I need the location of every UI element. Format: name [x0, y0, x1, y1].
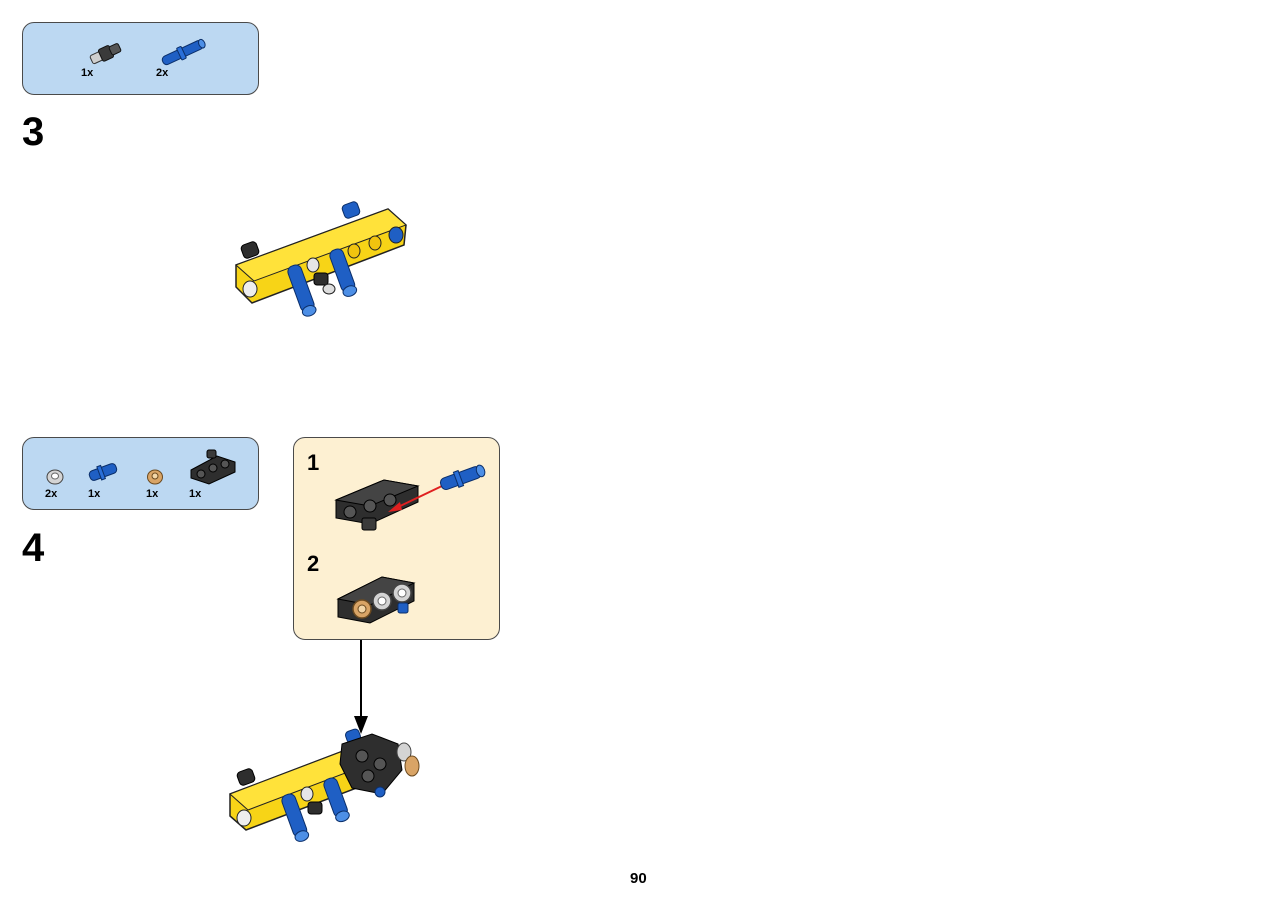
assembly-arrow [354, 640, 368, 734]
substep-number: 1 [307, 450, 320, 475]
step-4-model [229, 728, 420, 842]
blue-pin-icon [153, 33, 213, 93]
substep-2-model [336, 576, 416, 624]
step-4-parts-box: 2x 1x 1x 1x [22, 437, 259, 510]
axle-connector-icon [78, 33, 138, 93]
part-qty: 1x [81, 67, 94, 79]
step-3-model [235, 201, 407, 317]
step-number: 4 [22, 526, 45, 570]
bush-icon [41, 464, 101, 524]
page-number: 90 [630, 870, 647, 887]
part-qty: 1x [88, 488, 101, 500]
blue-axle-pin-icon [83, 456, 143, 516]
substep-1-model [334, 464, 486, 531]
part-qty: 1x [189, 488, 202, 500]
part-qty: 2x [45, 488, 58, 500]
part-qty: 1x [146, 488, 159, 500]
part-qty: 2x [156, 67, 169, 79]
step-number: 3 [22, 110, 45, 154]
step-3-parts-box: 1x 2x [22, 22, 259, 95]
tan-bush-icon [143, 464, 203, 524]
substep-number: 2 [307, 551, 320, 576]
black-beam-icon [187, 446, 247, 506]
substep-panel: 1 2 [293, 437, 500, 640]
